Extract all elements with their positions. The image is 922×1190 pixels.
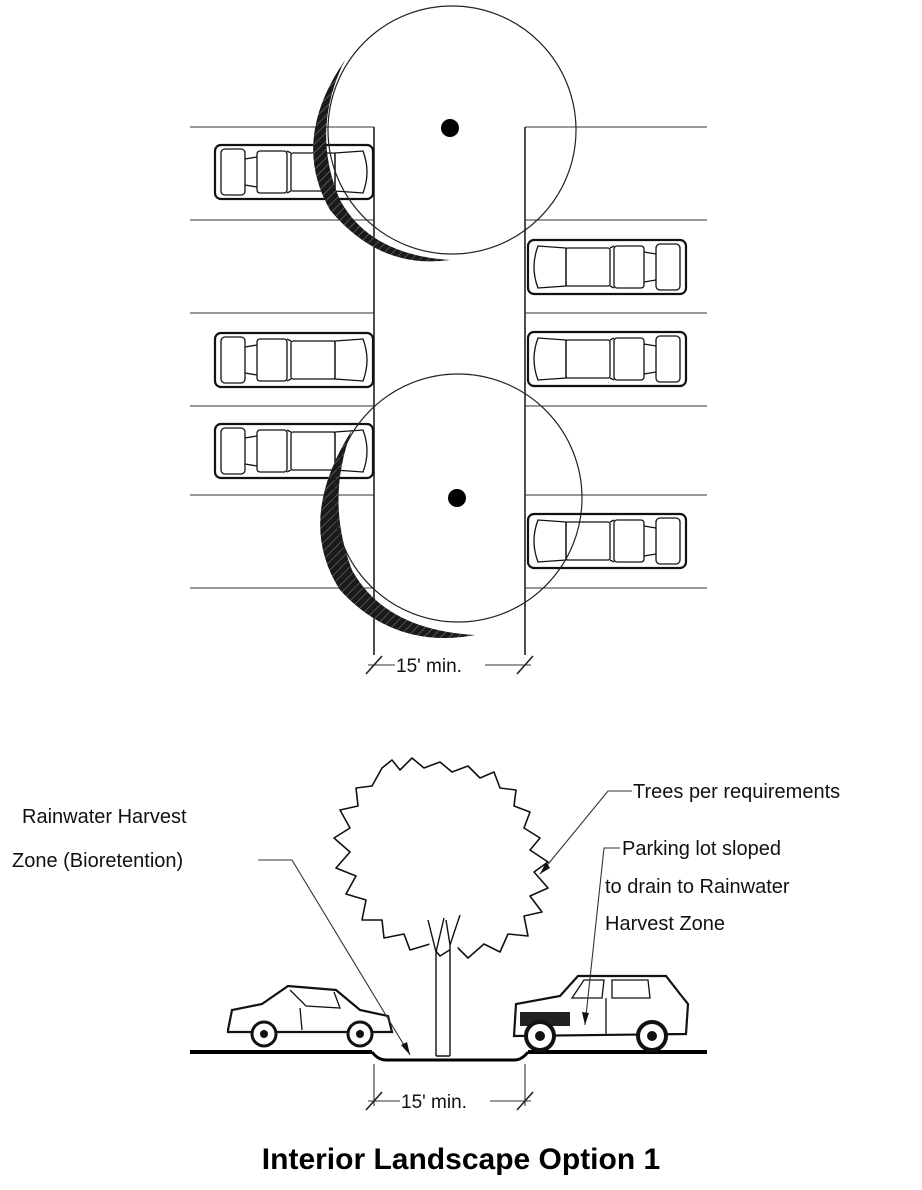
canopy-shadow-bottom [320,430,475,638]
left-stall-lines [190,126,374,589]
tree-canopy-bottom [320,373,583,638]
section-dimension-text: 15' min. [401,1092,467,1113]
label-rainwater-2: Zone (Bioretention) [12,850,183,872]
plan-car-left-3 [213,422,375,480]
plan-dimension: 15' min. [365,655,534,677]
section-tree-trunk [427,914,461,1056]
tree-trunk-top [441,119,459,137]
leader-lines [258,790,632,1056]
tree-canopy-top [313,5,577,262]
canopy-circle-bottom [333,373,583,623]
label-slope-2: to drain to Rainwater [605,876,790,898]
label-rainwater-1: Rainwater Harvest [22,806,187,828]
diagram-title: Interior Landscape Option 1 [262,1143,660,1176]
section-tree-crown [333,757,549,959]
canopy-circle-top [327,5,577,255]
section-view: 15' min. Trees per requirements Rainwate… [12,757,840,1113]
section-car-sedan [226,984,394,1048]
plan-car-right-3 [526,512,688,570]
plan-car-right-2 [526,330,688,388]
plan-car-left-2 [213,331,375,389]
section-dimension: 15' min. [365,1064,534,1113]
label-slope-1: Parking lot sloped [622,838,781,860]
section-ground [190,1050,707,1062]
label-slope-3: Harvest Zone [605,913,725,935]
tree-trunk-bottom [448,489,466,507]
section-car-suv [512,974,690,1052]
plan-dimension-text: 15' min. [396,656,462,677]
plan-car-left-1 [213,143,375,201]
label-trees: Trees per requirements [633,781,840,803]
plan-car-right-1 [526,238,688,296]
right-stall-lines [525,126,707,589]
plan-view: 15' min. [190,5,707,677]
